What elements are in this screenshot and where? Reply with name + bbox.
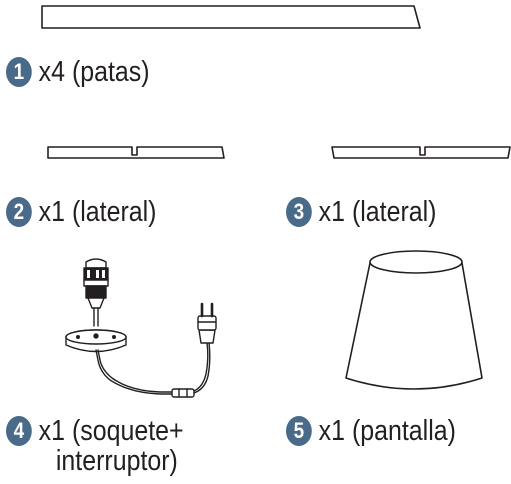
part-2-label: 2 x1 (lateral) [6,197,157,227]
number-1-badge: 1 [6,57,32,87]
part-4-text-line2: interruptor) [55,445,178,477]
side-plank-right-drawing [331,146,511,159]
part-1-text: x4 (patas) [38,56,150,88]
number-2-badge: 2 [6,197,32,227]
part-2-text: x1 (lateral) [38,196,157,228]
part-4-text-block: x1 (soquete+ interruptor) [39,416,184,476]
part-3-label: 3 x1 (lateral) [286,197,437,227]
number-5-badge: 5 [286,416,312,446]
socket-switch-drawing [65,258,217,398]
part-1-label: 1 x4 (patas) [6,57,150,87]
part-3-text: x1 (lateral) [318,196,437,228]
part-4-label: 4 x1 (soquete+ interruptor) [6,416,184,476]
number-4-badge: 4 [6,416,32,446]
number-3-badge: 3 [286,197,312,227]
part-4-text: x1 (soquete+ [38,415,184,447]
leg-plank-drawing [41,5,421,29]
part-5-label: 5 x1 (pantalla) [286,416,456,446]
side-plank-left-drawing [47,146,225,159]
lampshade-drawing [345,250,483,390]
part-5-text: x1 (pantalla) [318,415,456,447]
